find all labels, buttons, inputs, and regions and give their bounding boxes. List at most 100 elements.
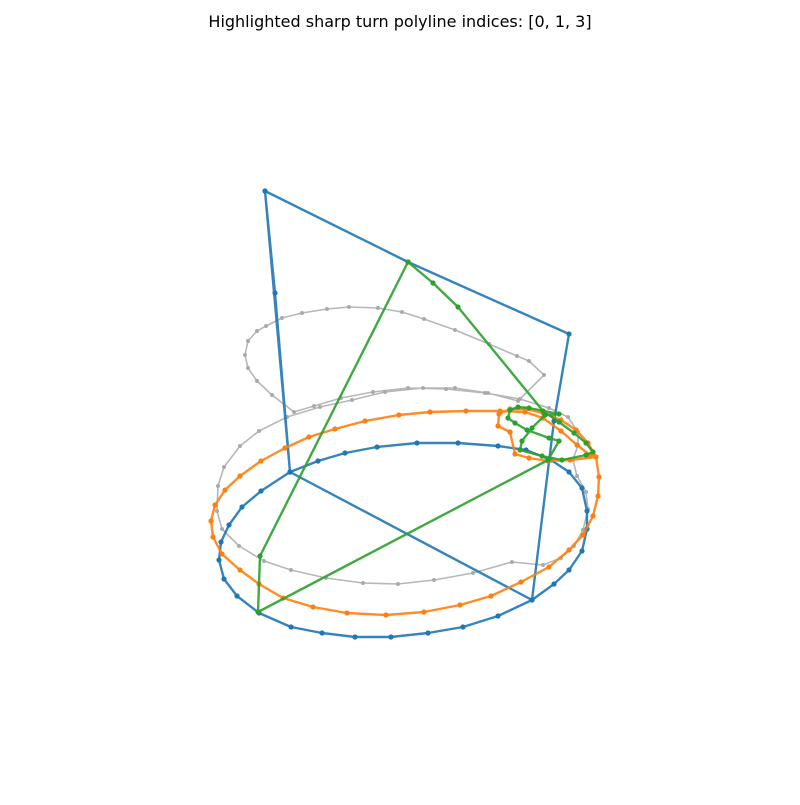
polyline-2-point xyxy=(255,379,259,383)
polyline-3-point xyxy=(540,408,546,414)
polyline-0-point xyxy=(566,469,572,475)
polyline-1-point xyxy=(310,604,316,610)
polyline-3-point xyxy=(255,609,261,615)
polyline-3-point xyxy=(405,259,411,265)
polyline-0-point xyxy=(258,488,264,494)
polyline-2-point xyxy=(486,391,490,395)
chart-title: Highlighted sharp turn polyline indices:… xyxy=(208,12,592,31)
polyline-3-point xyxy=(430,280,436,286)
polyline-1-point xyxy=(332,426,338,432)
polyline-0-point xyxy=(495,443,501,449)
polyline-3-point xyxy=(556,419,562,425)
polyline-2-point xyxy=(318,405,322,409)
polyline-1-point xyxy=(522,409,528,415)
polyline-3-point xyxy=(542,412,548,418)
polyline-2-point xyxy=(406,386,410,390)
polyline-2-point xyxy=(255,329,259,333)
polyline-0-point xyxy=(319,630,325,636)
polyline-1-point xyxy=(237,567,243,573)
polyline-0-point xyxy=(352,634,358,640)
polyline-1-point xyxy=(421,609,427,615)
polyline-3-point xyxy=(455,304,461,310)
polyline-2-point xyxy=(566,415,570,419)
polyline-2-point xyxy=(584,490,588,494)
polyline-3-point xyxy=(583,440,589,446)
polyline-1-point xyxy=(590,513,596,519)
polyline-3-point xyxy=(519,438,525,444)
polyline-2-point xyxy=(453,386,457,390)
polyline-3-point xyxy=(257,553,263,559)
polyline-1-point xyxy=(212,502,218,508)
polyline-2-point xyxy=(483,391,487,395)
polyline-2-point xyxy=(383,390,387,394)
polyline-2-point xyxy=(216,484,220,488)
polyline-2-point xyxy=(289,568,293,572)
polyline-1-point xyxy=(518,579,524,585)
polyline-2-point xyxy=(246,366,250,370)
polyline-1-point xyxy=(595,493,601,499)
polyline-2-point xyxy=(453,328,457,332)
polyline-2-point xyxy=(422,317,426,321)
polyline-0-point xyxy=(455,440,461,446)
polylines-layer xyxy=(208,188,602,640)
polyline-0-point xyxy=(342,450,348,456)
polyline-2-point xyxy=(371,390,375,394)
polyline-1-point xyxy=(497,408,503,414)
polyline-0-point xyxy=(414,440,420,446)
polyline-2-point xyxy=(547,406,551,410)
polyline-0-point xyxy=(388,634,394,640)
polyline-0-point xyxy=(216,557,222,563)
polyline-2-point xyxy=(432,578,436,582)
polyline-1-point xyxy=(574,442,580,448)
polyline-3-point xyxy=(507,407,513,413)
polyline-3-point xyxy=(539,453,545,459)
polyline-2-point xyxy=(361,581,365,585)
polyline-3-point xyxy=(590,449,596,455)
polyline-1-point xyxy=(457,602,463,608)
polyline-0-point xyxy=(288,624,294,630)
polyline-1-point xyxy=(396,412,402,418)
polyline-0-point xyxy=(584,508,590,514)
polyline-1-point xyxy=(593,454,599,460)
polyline-2-point xyxy=(575,474,579,478)
polyline-2-point xyxy=(238,444,242,448)
polyline-1-point xyxy=(219,551,225,557)
polyline-1-point xyxy=(507,429,513,435)
polyline-2-point xyxy=(222,465,226,469)
polyline-0-point xyxy=(221,576,227,582)
polyline-3-point xyxy=(556,411,562,417)
polyline-1-point xyxy=(596,474,602,480)
polyline-2-point xyxy=(542,373,546,377)
polyline-1-point xyxy=(383,612,389,618)
polyline-3-point xyxy=(583,452,589,458)
polyline-1-point xyxy=(546,564,552,570)
polyline-3-point xyxy=(512,420,518,426)
polyline-2-point xyxy=(421,386,425,390)
polyline-2-point xyxy=(312,404,316,408)
polyline-1-point xyxy=(306,434,312,440)
polyline-1-point xyxy=(580,532,586,538)
polyline-2-point xyxy=(257,429,261,433)
polyline-3-line xyxy=(256,261,595,614)
polyline-3-point xyxy=(515,404,521,410)
polyline-3-point xyxy=(529,425,535,431)
polyline-0-point xyxy=(239,504,245,510)
polyline-3-point xyxy=(524,427,530,433)
polyline-2-point xyxy=(300,311,304,315)
polyline-2-point xyxy=(350,398,354,402)
polyline-1-point xyxy=(344,610,350,616)
polyline-2-point xyxy=(270,393,274,397)
polyline-3-point xyxy=(571,430,577,436)
polyline-0-point xyxy=(566,331,572,337)
polyline-1-line xyxy=(209,407,601,617)
polyline-1-point xyxy=(427,409,433,415)
polyline-0-point xyxy=(374,444,380,450)
polyline-1-point xyxy=(488,593,494,599)
polyline-1-point xyxy=(566,547,572,553)
polyline-1-point xyxy=(282,445,288,451)
polyline-2-point xyxy=(527,359,531,363)
polyline-2-point xyxy=(325,307,329,311)
polyline-2-point xyxy=(541,563,545,567)
polyline-2-point xyxy=(376,306,380,310)
polyline-1-point xyxy=(208,518,214,524)
